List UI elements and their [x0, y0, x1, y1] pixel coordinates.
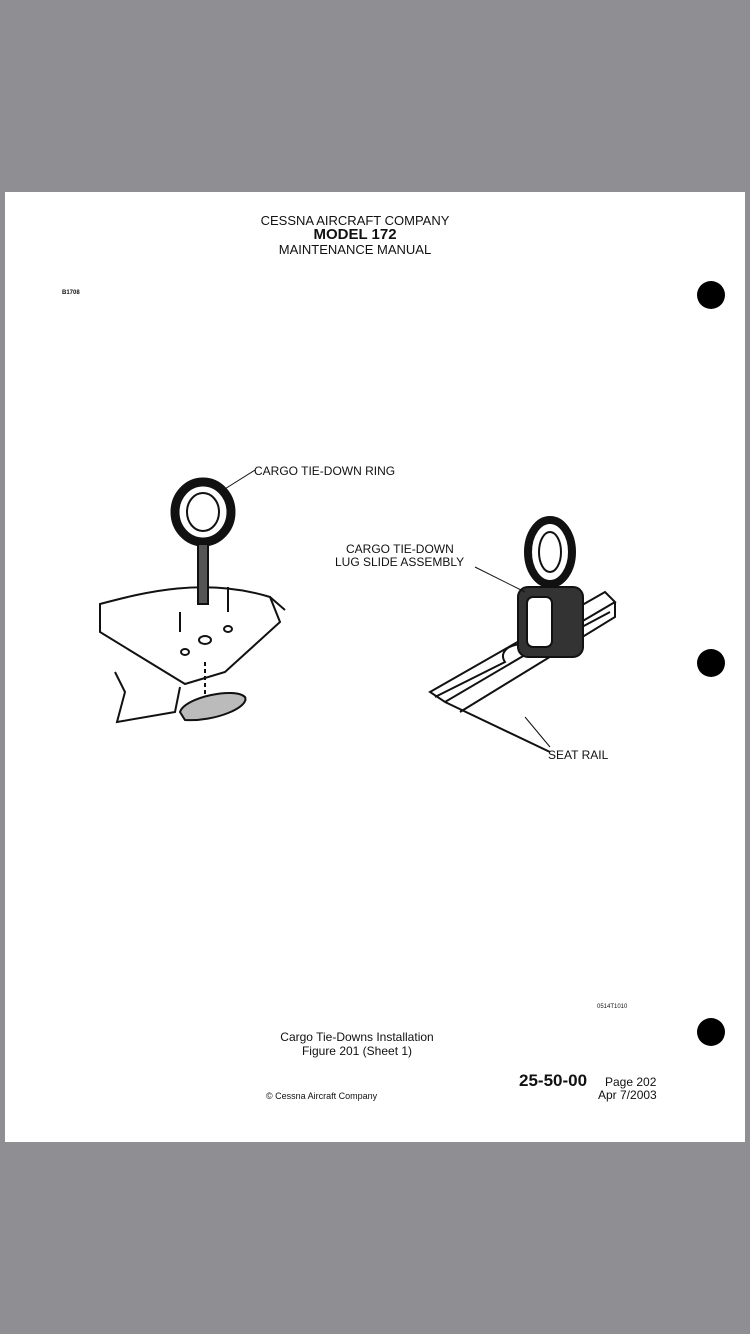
figure-code: B1708 — [62, 290, 80, 296]
binder-hole — [697, 281, 725, 309]
manual-page: CESSNA AIRCRAFT COMPANY MODEL 172 MAINTE… — [5, 192, 745, 1142]
revision-date: Apr 7/2003 — [598, 1088, 657, 1102]
caption-title: Cargo Tie-Downs Installation — [280, 1030, 434, 1044]
header-model: MODEL 172 — [313, 226, 397, 243]
binder-hole — [697, 649, 725, 677]
section-number: 25-50-00 — [519, 1071, 588, 1090]
page-number: Page 202 — [605, 1075, 657, 1089]
binder-hole — [697, 1018, 725, 1046]
header-company: CESSNA AIRCRAFT COMPANY — [260, 213, 450, 228]
callout-seat-rail: SEAT RAIL — [548, 748, 609, 762]
caption-figure: Figure 201 (Sheet 1) — [301, 1044, 413, 1058]
callout-lug-line1: CARGO TIE-DOWN — [346, 542, 454, 556]
drawing-number: 0514T1010 — [597, 1004, 628, 1010]
callout-lug-line2: LUG SLIDE ASSEMBLY — [335, 555, 465, 569]
cargo-tiedown-illustration — [99, 469, 617, 753]
header-manual: MAINTENANCE MANUAL — [278, 242, 432, 257]
callout-ring: CARGO TIE-DOWN RING — [254, 464, 396, 478]
copyright: © Cessna Aircraft Company — [266, 1091, 378, 1101]
